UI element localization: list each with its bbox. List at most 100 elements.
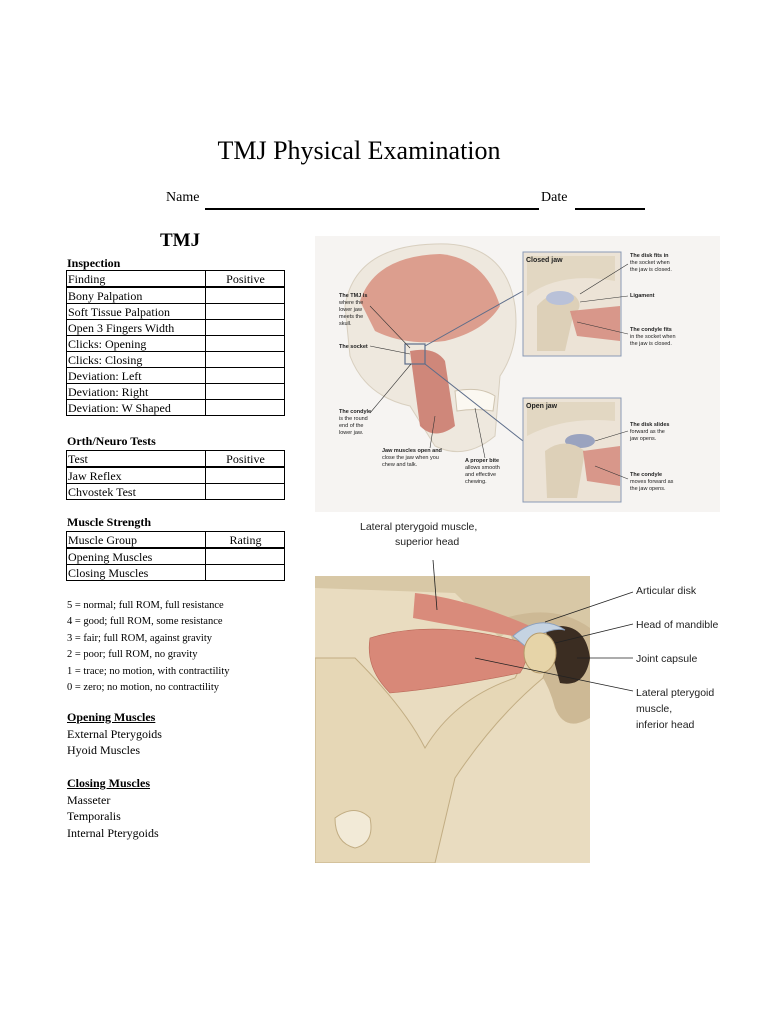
- positive-cell[interactable]: [205, 483, 285, 500]
- column-header: Rating: [205, 531, 285, 549]
- closing-muscles-heading: Closing Muscles: [67, 776, 151, 790]
- socket-box: [404, 343, 426, 365]
- rating-cell[interactable]: [205, 564, 285, 581]
- positive-cell[interactable]: [205, 351, 285, 368]
- jaw-muscles-label: chew and talk.: [382, 462, 418, 468]
- lateral-pterygoid-figure: Lateral pterygoid muscle, superior head …: [315, 518, 720, 863]
- head-of-mandible-label: Head of mandible: [636, 619, 718, 631]
- disk-shape: [546, 291, 574, 305]
- open-jaw-title: Open jaw: [526, 403, 558, 410]
- row-label: Chvostek Test: [66, 483, 206, 500]
- closed-disk-label: The disk fits in: [630, 253, 669, 259]
- condyle-label: is the round: [339, 416, 368, 422]
- closed-disk-label: the jaw is closed.: [630, 267, 672, 273]
- tmj-anatomy-figure: The TMJ is where the lower jaw meets the…: [315, 236, 720, 512]
- list-item: Masseter: [67, 792, 111, 807]
- open-condyle-label: The condyle: [630, 472, 662, 478]
- column-header: Muscle Group: [66, 531, 206, 549]
- open-condyle-label: moves forward as: [630, 479, 674, 485]
- articular-disk-label: Articular disk: [636, 585, 697, 597]
- tmj-label: The TMJ is: [339, 293, 367, 299]
- scale-line: 5 = normal; full ROM, full resistance: [67, 600, 224, 611]
- closed-disk-label: the socket when: [630, 260, 670, 266]
- row-label: Clicks: Opening: [66, 335, 206, 352]
- table-row: Bony Palpation: [66, 286, 285, 304]
- table-row: Soft Tissue Palpation: [66, 303, 285, 320]
- table-row: Opening Muscles: [66, 547, 285, 565]
- row-label: Bony Palpation: [66, 286, 206, 304]
- section-title: TMJ: [160, 230, 201, 251]
- superior-head-muscle: [413, 593, 530, 638]
- scale-line: 0 = zero; no motion, no contractility: [67, 682, 220, 694]
- list-item: Internal Pterygoids: [67, 825, 159, 840]
- row-label: Open 3 Fingers Width: [66, 319, 206, 336]
- table-row: Chvostek Test: [66, 483, 285, 500]
- orth-neuro-table: Test Positive Jaw Reflex Chvostek Test: [66, 450, 285, 500]
- open-disk-label: The disk slides: [630, 422, 669, 428]
- positive-cell[interactable]: [205, 367, 285, 384]
- row-label: Deviation: Left: [66, 367, 206, 384]
- row-label: Closing Muscles: [66, 564, 206, 581]
- muscle-strength-heading: Muscle Strength: [67, 515, 152, 529]
- name-label: Name: [166, 190, 200, 205]
- positive-cell[interactable]: [205, 303, 285, 320]
- date-field-line[interactable]: [575, 208, 645, 210]
- column-header: Finding: [66, 270, 206, 288]
- positive-cell[interactable]: [205, 335, 285, 352]
- jaw-muscles-label: close the jaw when you: [382, 455, 439, 461]
- positive-cell[interactable]: [205, 466, 285, 484]
- condyle-label: end of the: [339, 423, 363, 429]
- bite-label: chewing.: [465, 479, 487, 485]
- column-header: Test: [66, 450, 206, 468]
- superior-head-label: superior head: [395, 536, 459, 548]
- scale-line: 1 = trace; no motion, with contractility: [67, 665, 230, 677]
- table-row: Deviation: Left: [66, 367, 285, 384]
- table-row: Closing Muscles: [66, 564, 285, 581]
- table-row: Clicks: Opening: [66, 335, 285, 352]
- closed-condyle-label: in the socket when: [630, 334, 676, 340]
- table-header-row: Muscle Group Rating: [66, 531, 285, 549]
- positive-cell[interactable]: [205, 286, 285, 304]
- inferior-head-muscle: [368, 628, 527, 694]
- joint-capsule-label: Joint capsule: [636, 653, 697, 665]
- condyle-label: The condyle: [339, 409, 371, 415]
- bite-label: A proper bite: [465, 458, 499, 464]
- condyle-label: lower jaw.: [339, 430, 364, 436]
- row-label: Deviation: Right: [66, 383, 206, 400]
- inferior-head-label: muscle,: [636, 703, 672, 715]
- positive-cell[interactable]: [205, 399, 285, 416]
- inspection-table: Finding Positive Bony Palpation Soft Tis…: [66, 270, 285, 416]
- socket-label: The socket: [339, 344, 368, 350]
- connector-line: [424, 363, 524, 442]
- tmj-label: skull.: [339, 321, 352, 327]
- rating-cell[interactable]: [205, 547, 285, 565]
- list-item: External Pterygoids: [67, 726, 162, 741]
- row-label: Deviation: W Shaped: [66, 399, 206, 416]
- positive-cell[interactable]: [205, 319, 285, 336]
- tmj-label: where the: [338, 300, 363, 306]
- name-field-line[interactable]: [205, 208, 539, 210]
- table-row: Deviation: W Shaped: [66, 399, 285, 416]
- date-label: Date: [541, 190, 568, 205]
- inspection-heading: Inspection: [67, 256, 121, 270]
- open-condyle-label: the jaw opens.: [630, 486, 666, 492]
- disk-shape: [565, 434, 595, 448]
- column-header: Positive: [205, 270, 285, 288]
- temporalis-muscle: [360, 254, 500, 343]
- table-row: Deviation: Right: [66, 383, 285, 400]
- masseter-muscle: [410, 349, 455, 434]
- scale-line: 4 = good; full ROM, some resistance: [67, 616, 223, 628]
- ligament-label: Ligament: [630, 293, 655, 299]
- connector-line: [424, 290, 524, 347]
- page-title: TMJ Physical Examination: [217, 136, 501, 165]
- rating-scale: 5 = normal; full ROM, full resistance 4 …: [67, 598, 230, 696]
- table-row: Jaw Reflex: [66, 466, 285, 484]
- positive-cell[interactable]: [205, 383, 285, 400]
- tmj-label: lower jaw: [339, 307, 362, 313]
- tmj-label: meets the: [339, 314, 363, 320]
- table-header-row: Test Positive: [66, 450, 285, 468]
- bite-label: and effective: [465, 472, 496, 478]
- row-label: Soft Tissue Palpation: [66, 303, 206, 320]
- scale-line: 2 = poor; full ROM, no gravity: [67, 649, 198, 661]
- column-header: Positive: [205, 450, 285, 468]
